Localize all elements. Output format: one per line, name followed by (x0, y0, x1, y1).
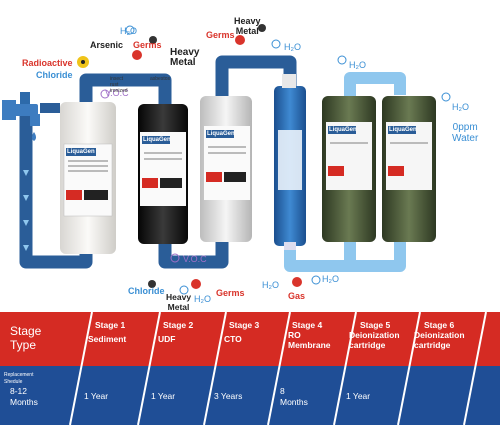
germs-label-top2: Germs (206, 30, 235, 40)
voc-label-bottom: V.O.C (183, 254, 207, 264)
voc-icon (100, 89, 180, 263)
chloride-label-bottom: Chloride (128, 286, 165, 296)
zero-ppm-water-label: 0ppm Water (452, 122, 479, 144)
sediment-filter (60, 102, 116, 254)
h2o-label-bottom1: H₂O (194, 294, 211, 304)
h2o-label-top3: H₂O (349, 60, 366, 70)
h2o-bubble-icon (125, 25, 451, 295)
h2o-label-top1: H₂O (120, 26, 137, 36)
h2o-label-bottom2: H₂O (262, 280, 279, 290)
voc-label-top: V.O.C (105, 88, 129, 98)
ro-membrane-filter (274, 74, 306, 250)
stage-1-number: Stage 1 (95, 320, 126, 330)
arsenic-label: Arsenic (90, 40, 124, 50)
stage-3-name: CTO (224, 334, 242, 344)
stage-3-number: Stage 3 (229, 320, 260, 330)
heavy-metal-label-top1: Heavy Metal (170, 47, 200, 68)
brand-label-2: LiquaGen (143, 137, 171, 143)
stage-6-name: Deionization cartridge (414, 330, 465, 350)
stage-6-schedule: 1 Year (346, 391, 371, 401)
udf-filter (138, 104, 188, 244)
insect-label: insect (110, 76, 124, 82)
radioactive-label: Radioactive (22, 58, 73, 68)
cto-filter (200, 96, 252, 242)
stage-table: Stage Type Replacement Shedule Stage 1 S… (0, 312, 500, 425)
stage-4-schedule: 3 Years (214, 391, 243, 401)
germs-icon (132, 35, 245, 289)
rust-label: rust (110, 82, 119, 88)
stage-1-name: Sediment (88, 334, 127, 344)
brand-label-3: LiquaGen (207, 131, 235, 137)
deionization-filter-2 (382, 96, 436, 242)
stage-4-name: RO Membrane (288, 330, 331, 350)
h2o-label-right: H₂O (452, 102, 469, 112)
heavy-metal-label-top2: Heavy Metal (234, 16, 261, 36)
stage-2-number: Stage 2 (163, 320, 194, 330)
stage-4-number: Stage 4 (292, 320, 323, 330)
brand-label-6: LiquaGen (389, 127, 417, 133)
brand-label-1: LiquaGen (67, 149, 95, 155)
deionization-filter-1 (322, 96, 376, 242)
replacement-schedule-label: Replacement Shedule (4, 372, 34, 385)
h2o-label-bottom3: H₂O (322, 274, 339, 284)
chloride-label-top: Chloride (36, 70, 73, 80)
stage-5-schedule: 8 Months (280, 386, 308, 407)
stage-1-schedule: 8-12 Months (10, 386, 38, 407)
ironized-label: ironized (110, 88, 128, 94)
stage-type-label: Stage Type (10, 324, 42, 352)
stage-5-number: Stage 5 (360, 320, 391, 330)
stage-5-name: Deionization cartridge (349, 330, 400, 350)
heavy-metal-label-bottom: Heavy Metal (166, 292, 192, 312)
gas-label: Gas (288, 291, 306, 301)
germs-label-top1: Germs (133, 40, 162, 50)
germs-label-bottom: Germs (216, 288, 245, 298)
gas-icon (292, 277, 302, 287)
filtration-diagram (2, 24, 451, 295)
asbestos-label: asbestos (150, 76, 171, 82)
heavy-metal-icon (148, 24, 266, 288)
schedule-row (0, 366, 500, 425)
stage-6-number: Stage 6 (424, 320, 455, 330)
brand-label-5: LiquaGen (329, 127, 357, 133)
stage-2-name: UDF (158, 334, 176, 344)
stage-2-schedule: 1 Year (84, 391, 109, 401)
h2o-label-top2: H₂O (284, 42, 301, 52)
table-separators (69, 312, 487, 425)
faucet-icon (2, 92, 40, 141)
stage-3-schedule: 1 Year (151, 391, 176, 401)
radioactive-icon (77, 56, 89, 68)
